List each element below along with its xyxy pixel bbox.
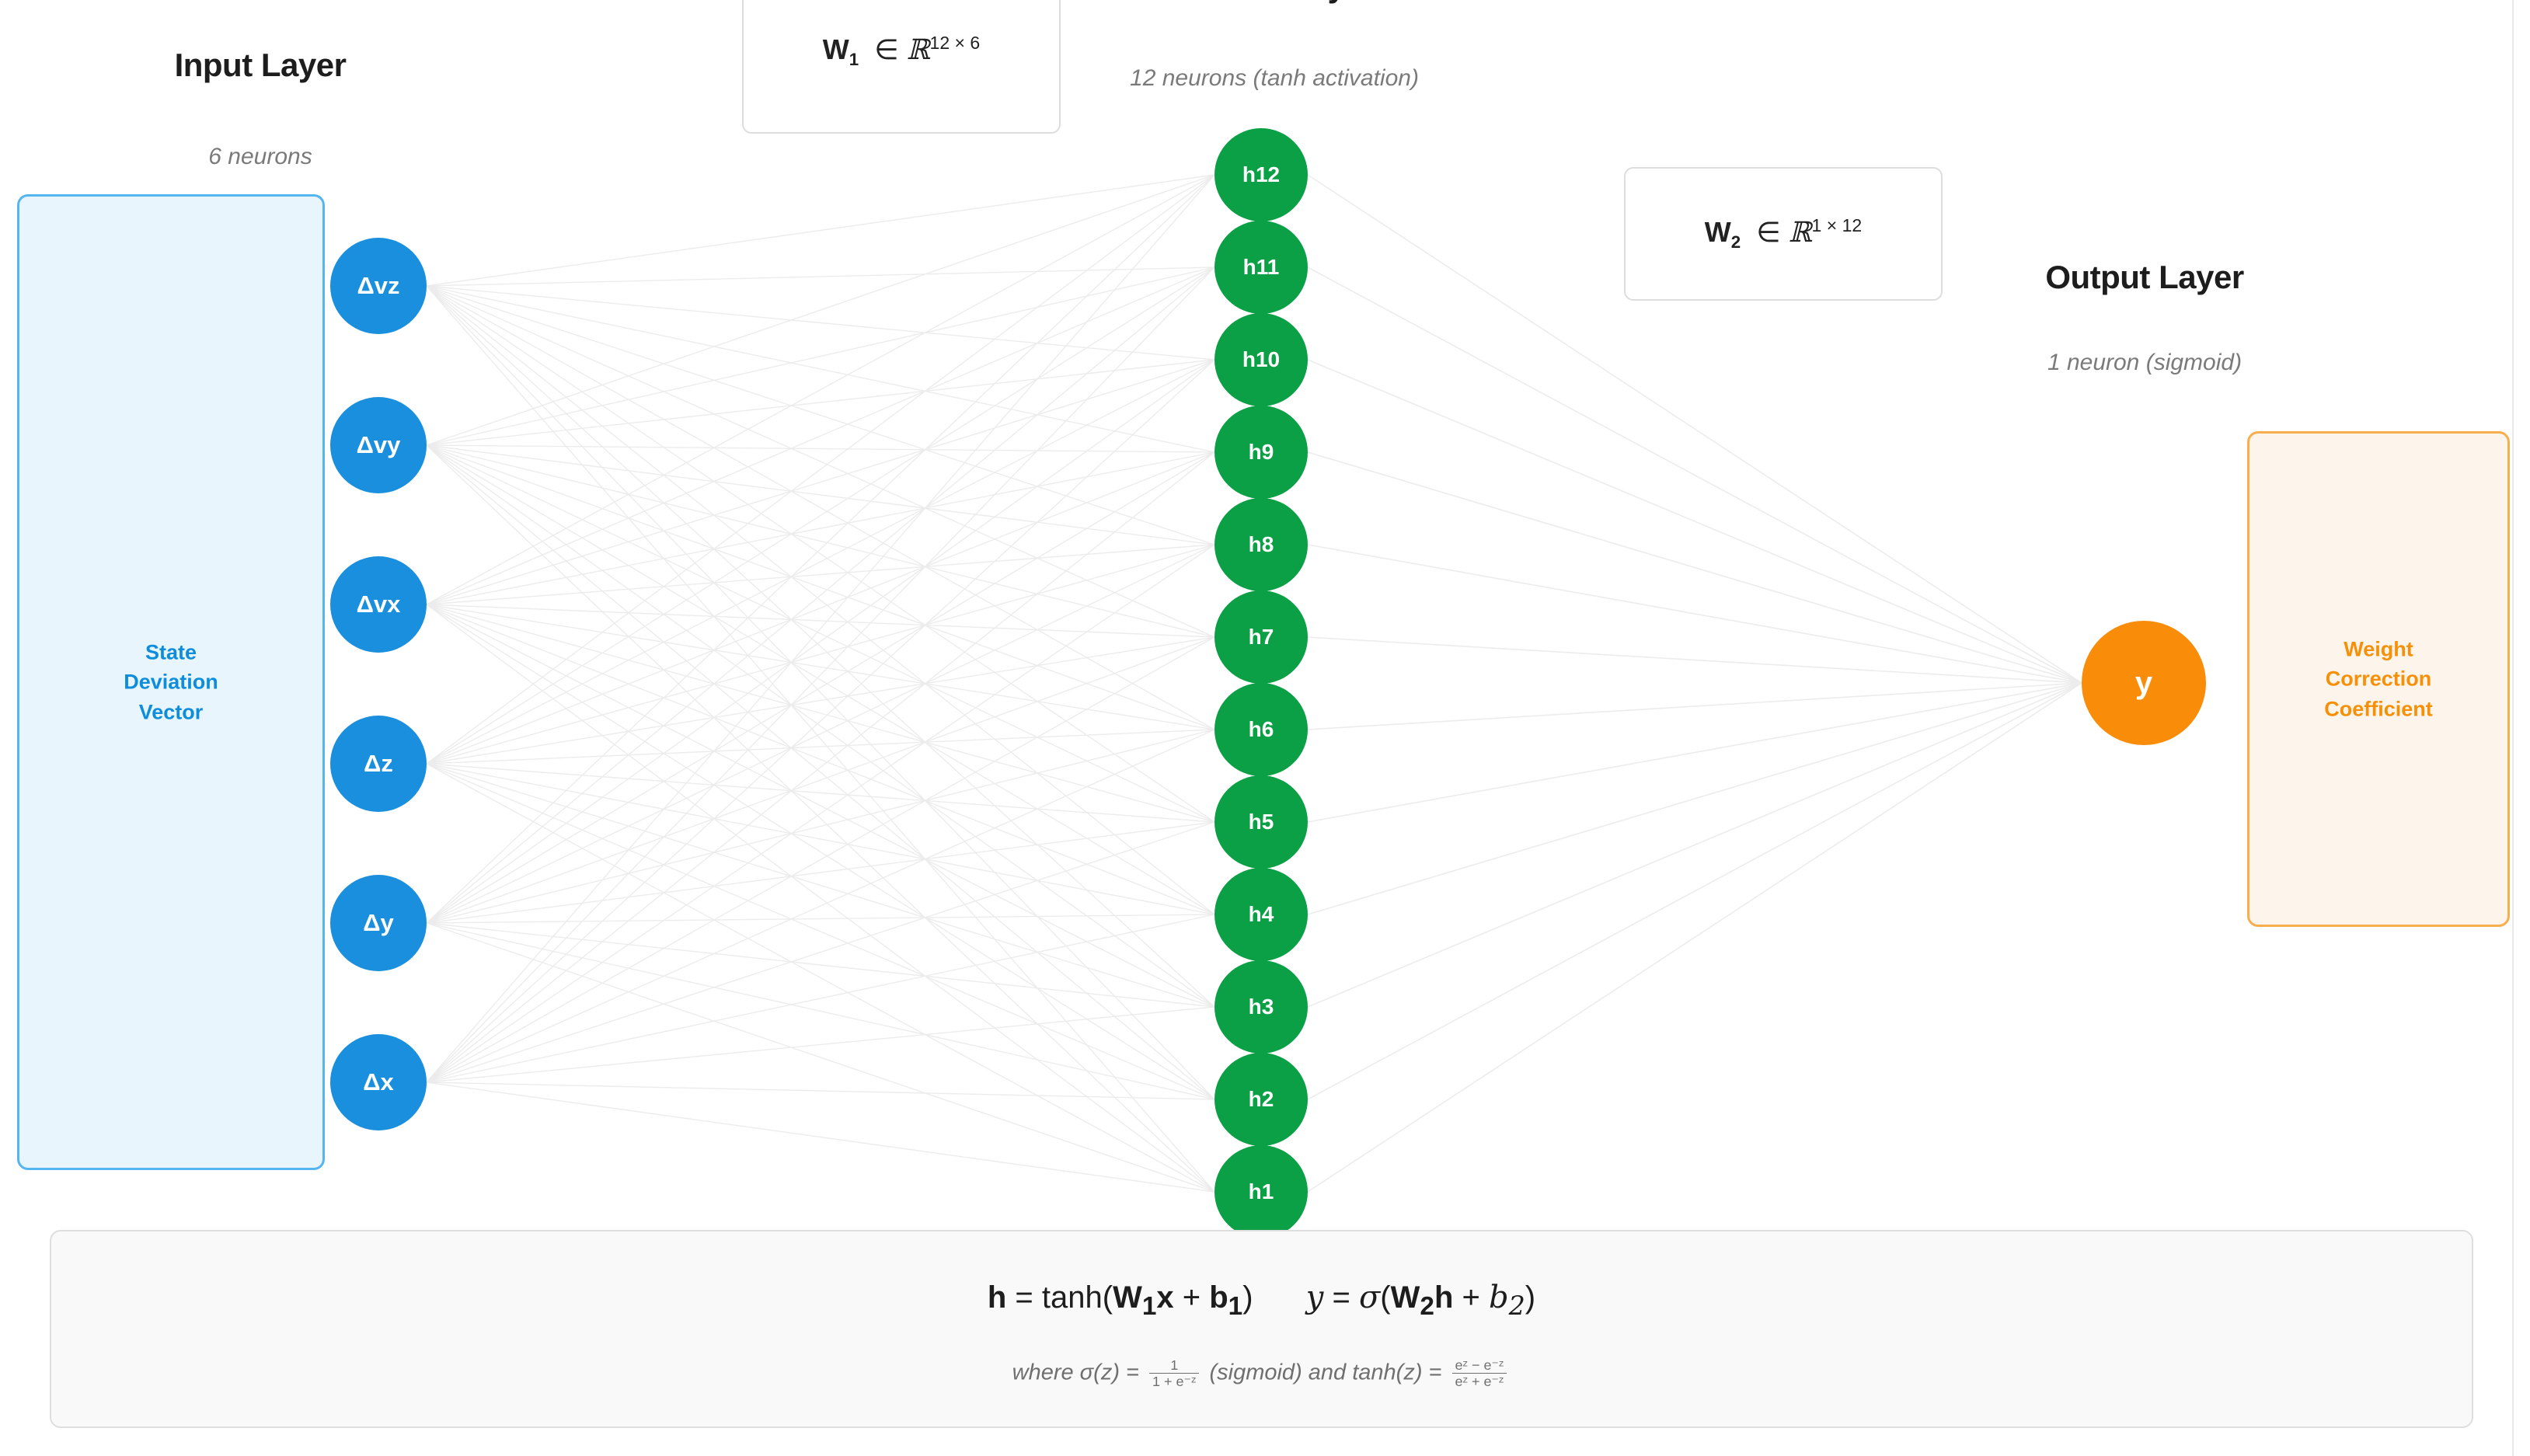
weight-correction-coefficient-label: Weight Correction Coefficient <box>2324 637 2433 721</box>
weight-matrix-w1-formula: W1 ∈ ℝ12 × 6 <box>822 32 981 70</box>
input-neuron-label: Δvz <box>357 272 400 299</box>
hidden-layer-title: Hidden Layer <box>1158 0 1391 5</box>
hidden-neuron-h8[interactable]: h8 <box>1214 498 1308 591</box>
state-deviation-vector-box: State Deviation Vector <box>17 194 325 1170</box>
state-deviation-vector-label: State Deviation Vector <box>124 640 218 724</box>
hidden-neuron-h4[interactable]: h4 <box>1214 868 1308 961</box>
output-neuron-label: y <box>2134 665 2153 700</box>
where-prefix: where σ(z) = <box>1012 1360 1146 1385</box>
hidden-neuron-label: h8 <box>1248 532 1274 556</box>
input-neuron-Δvx[interactable]: Δvx <box>330 556 427 653</box>
output-layer-title: Output Layer <box>2045 259 2244 295</box>
tanh-numerator: eᶻ − e⁻ᶻ <box>1451 1357 1507 1374</box>
sigmoid-numerator: 1 <box>1149 1357 1200 1374</box>
input-neuron-label: Δy <box>363 909 394 936</box>
w1-subscript: 1 <box>849 50 859 70</box>
output-neuron-y[interactable]: y <box>2082 621 2206 745</box>
input-neuron-Δvz[interactable]: Δvz <box>330 238 427 334</box>
hidden-neuron-label: h6 <box>1248 717 1274 741</box>
input-neuron-Δy[interactable]: Δy <box>330 875 427 971</box>
sigmoid-denominator: 1 + e⁻ᶻ <box>1152 1374 1197 1390</box>
hidden-neuron-h6[interactable]: h6 <box>1214 683 1308 776</box>
hidden-neuron-h12[interactable]: h12 <box>1214 128 1308 221</box>
hidden-neuron-h7[interactable]: h7 <box>1214 590 1308 684</box>
hidden-neuron-label: h3 <box>1248 994 1274 1019</box>
formula-main-row: h = tanh(W1x + b1) y = σ(W2h + b2) <box>987 1280 1536 1321</box>
input-neuron-label: Δvy <box>356 431 401 458</box>
hidden-layer-subtitle: 12 neurons (tanh activation) <box>1130 65 1419 91</box>
hidden-neuron-label: h12 <box>1242 162 1281 186</box>
w2-shape: 1 × 12 <box>1811 214 1863 235</box>
w1-shape: 12 × 6 <box>929 32 981 53</box>
hidden-neuron-label: h7 <box>1248 625 1274 649</box>
input-neuron-label: Δx <box>363 1068 394 1095</box>
input-neuron-Δz[interactable]: Δz <box>330 716 427 812</box>
input-neuron-Δvy[interactable]: Δvy <box>330 397 427 493</box>
hidden-neuron-h11[interactable]: h11 <box>1214 221 1308 314</box>
output-layer-subtitle: 1 neuron (sigmoid) <box>2047 350 2242 375</box>
hidden-neuron-label: h2 <box>1248 1087 1274 1111</box>
w1-set: ℝ <box>906 33 930 66</box>
weight-matrix-w1-card: W1 ∈ ℝ12 × 6 <box>742 0 1061 134</box>
hidden-neuron-h2[interactable]: h2 <box>1214 1053 1308 1146</box>
hidden-neuron-label: h11 <box>1242 255 1280 279</box>
hidden-neuron-h5[interactable]: h5 <box>1214 775 1308 869</box>
hidden-neuron-label: h5 <box>1248 810 1274 834</box>
weight-matrix-w2-formula: W2 ∈ ℝ1 × 12 <box>1704 214 1863 253</box>
input-layer-title: Input Layer <box>174 47 347 83</box>
formula-panel: h = tanh(W1x + b1) y = σ(W2h + b2) where… <box>50 1230 2473 1428</box>
tanh-denominator: eᶻ + e⁻ᶻ <box>1455 1374 1504 1390</box>
weight-matrix-w2-card: W2 ∈ ℝ1 × 12 <box>1624 167 1943 301</box>
input-neuron-label: Δvx <box>356 590 401 618</box>
hidden-neuron-label: h9 <box>1248 440 1274 464</box>
hidden-neuron-h9[interactable]: h9 <box>1214 406 1308 499</box>
w2-subscript: 2 <box>1730 232 1741 253</box>
hidden-neuron-h3[interactable]: h3 <box>1214 960 1308 1054</box>
hidden-neuron-label: h10 <box>1242 347 1281 371</box>
w2-set: ℝ <box>1788 216 1812 249</box>
input-neuron-label: Δz <box>364 750 393 777</box>
hidden-neuron-h1[interactable]: h1 <box>1214 1145 1308 1238</box>
input-layer-subtitle: 6 neurons <box>208 144 312 169</box>
hidden-neuron-h10[interactable]: h10 <box>1214 313 1308 406</box>
hidden-neuron-label: h1 <box>1248 1179 1274 1203</box>
hidden-neuron-label: h4 <box>1248 902 1274 926</box>
where-middle: (sigmoid) and tanh(z) = <box>1203 1360 1448 1385</box>
weight-correction-coefficient-box: Weight Correction Coefficient <box>2247 431 2510 927</box>
input-neuron-Δx[interactable]: Δx <box>330 1034 427 1130</box>
